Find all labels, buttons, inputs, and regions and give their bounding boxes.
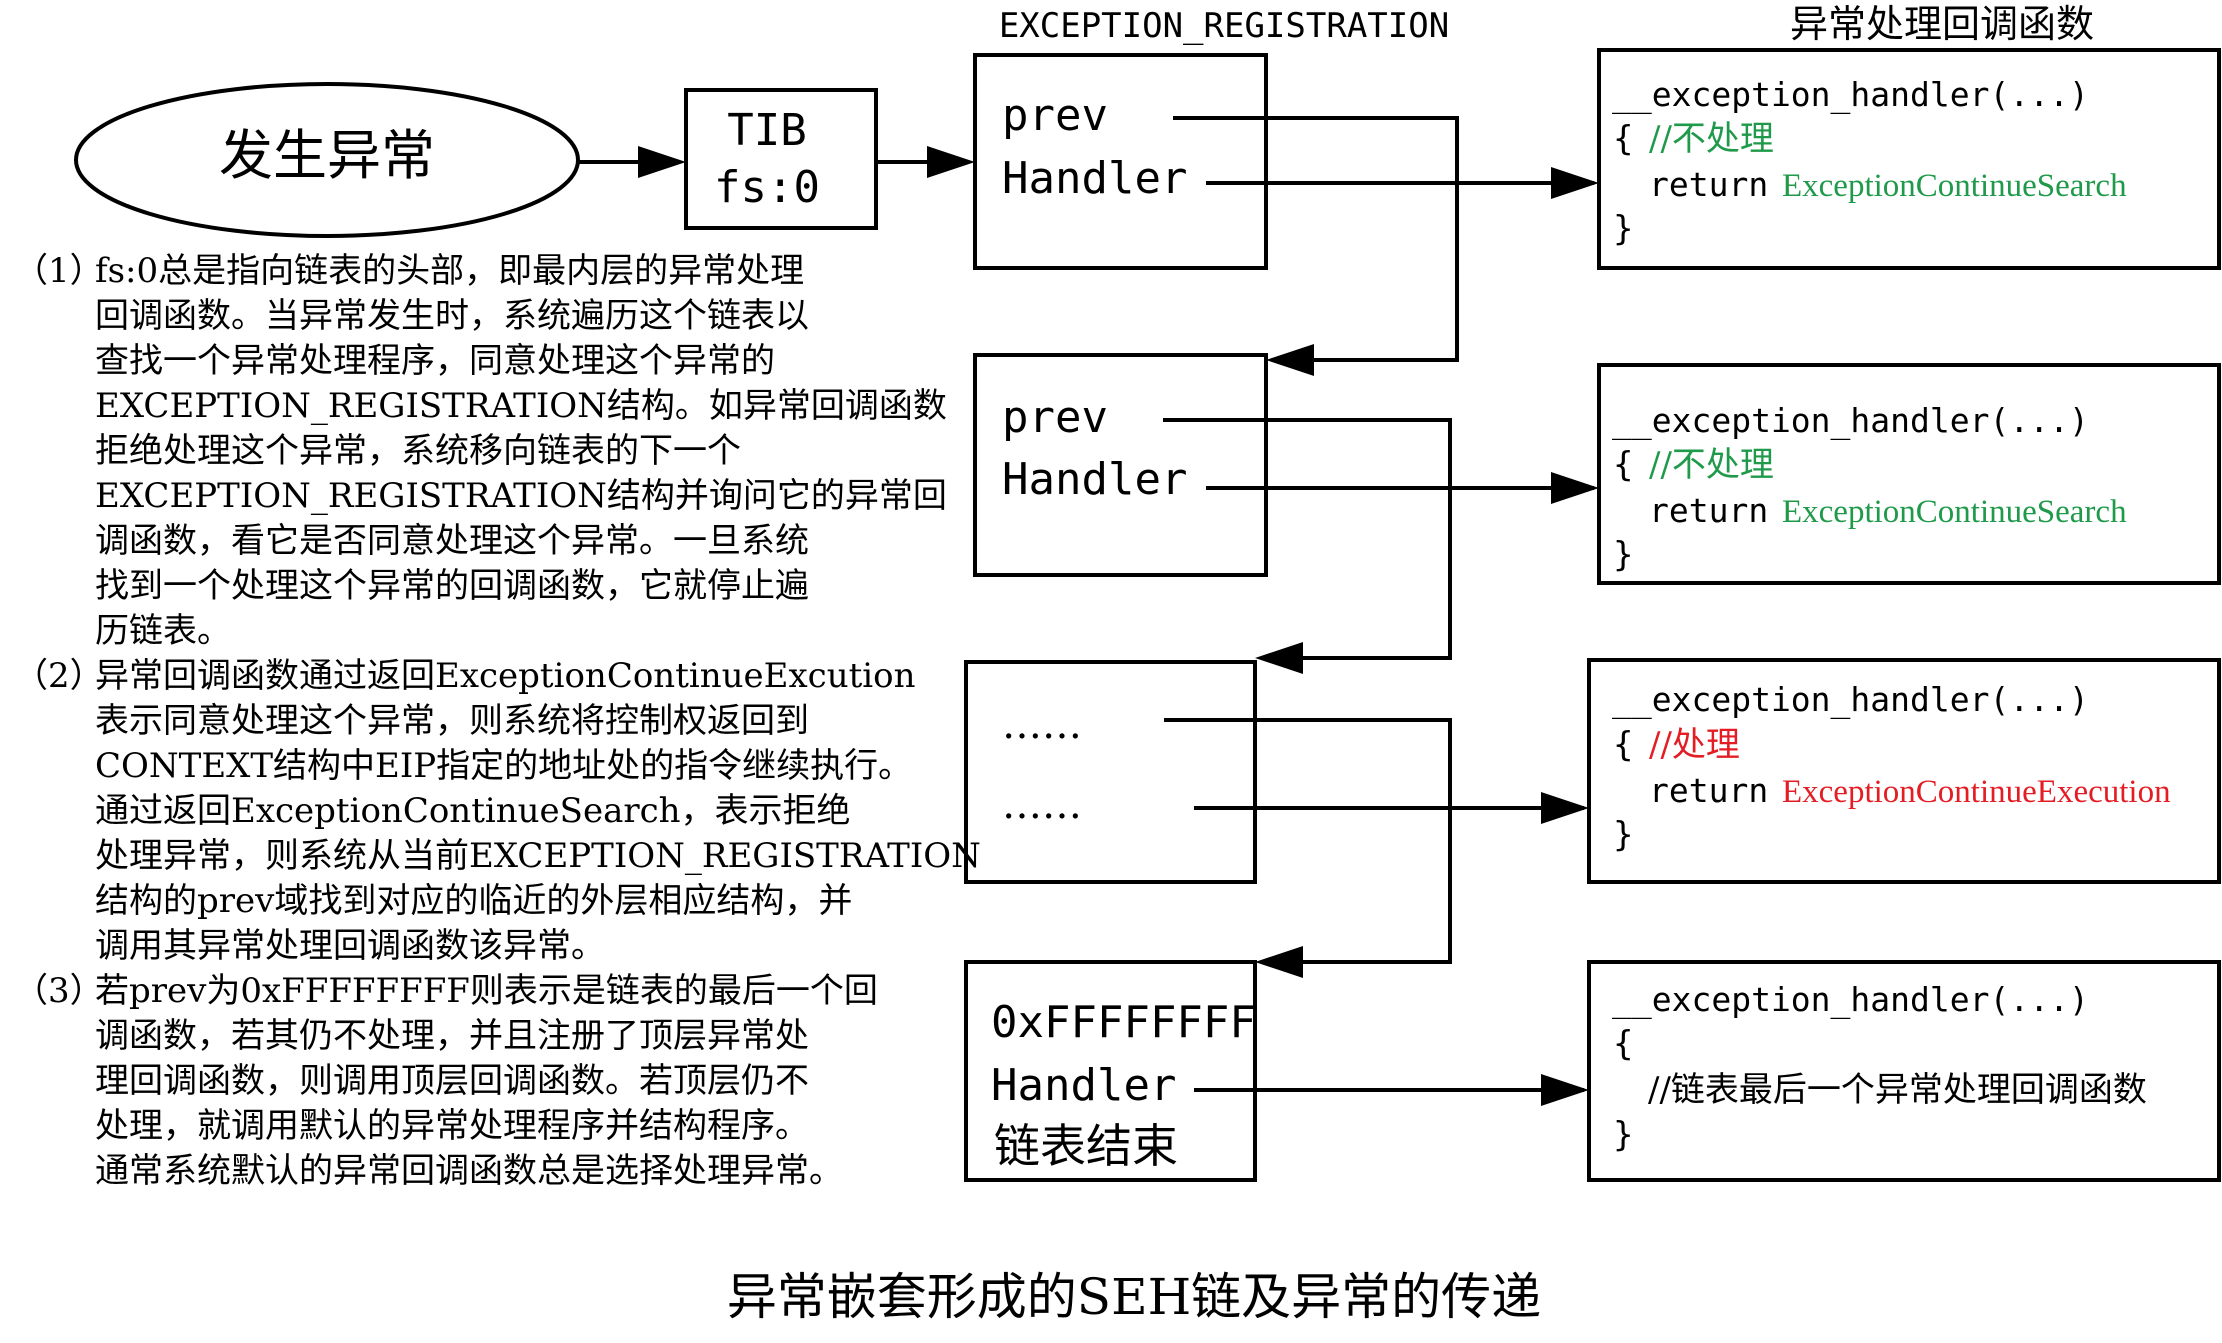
handler-3-open-brace: { <box>1613 725 1633 765</box>
registration-1-prev-arrowhead <box>1266 344 1314 376</box>
note-1-line-8: 找到一个处理这个异常的回调函数，它就停止遍 <box>95 566 809 606</box>
note-3-marker: （3） <box>14 971 104 1011</box>
handler-3-comment: //处理 <box>1649 725 1740 765</box>
note-2-line-7: 调用其异常处理回调函数该异常。 <box>95 926 605 966</box>
note-1-line-4: EXCEPTION_REGISTRATION结构。如异常回调函数 <box>95 386 947 426</box>
handler-4-close-brace: } <box>1613 1115 1633 1155</box>
handler-1-open-brace: { <box>1613 119 1633 159</box>
tib-label: TIB <box>727 105 806 156</box>
handler-2-signature: __exception_handler(...) <box>1612 401 2089 441</box>
handler-1-return-value: ExceptionContinueSearch <box>1782 168 2127 204</box>
handler-2-arrowhead <box>1551 472 1599 504</box>
registration-3-line-2: …… <box>1002 782 1082 828</box>
registration-1-prev-label: prev <box>1002 90 1108 141</box>
note-3-line-3: 理回调函数，则调用顶层回调函数。若顶层仍不 <box>95 1061 809 1101</box>
handler-3-return-value: ExceptionContinueExecution <box>1782 774 2171 810</box>
exception-occurs-node <box>74 82 580 238</box>
note-2-line-1: 异常回调函数通过返回ExceptionContinueExcution <box>95 656 916 696</box>
handler-3-return-keyword: return <box>1649 771 1768 810</box>
note-1-line-5: 拒绝处理这个异常，系统移向链表的下一个 <box>95 431 741 471</box>
note-3-line-1: 若prev为0xFFFFFFFF则表示是链表的最后一个回 <box>95 971 878 1011</box>
registration-1-prev-link <box>1173 116 1459 362</box>
registration-3-prev-link <box>1164 718 1452 964</box>
note-1-line-3: 查找一个异常处理程序，同意处理这个异常的 <box>95 341 775 381</box>
exception-handler-callback-2 <box>1597 363 2221 585</box>
terminal-prev-value: 0xFFFFFFFF <box>991 997 1256 1048</box>
registration-1-handler-label: Handler <box>1002 153 1187 204</box>
note-2-line-6: 结构的prev域找到对应的临近的外层相应结构，并 <box>95 881 852 921</box>
registration-3-prev-arrowhead <box>1255 946 1303 978</box>
exception-registration-node-2 <box>973 353 1268 577</box>
exception-registration-node-3 <box>964 660 1257 884</box>
handler-1-comment: //不处理 <box>1649 119 1774 159</box>
note-1-line-9: 历链表。 <box>95 611 231 651</box>
handler-1-return-keyword: return <box>1649 165 1768 204</box>
exception-handler-callback-3 <box>1587 658 2221 884</box>
note-2-line-5: 处理异常，则系统从当前EXCEPTION_REGISTRATION <box>95 836 981 876</box>
handler-2-close-brace: } <box>1613 535 1633 575</box>
note-1-line-2: 回调函数。当异常发生时，系统遍历这个链表以 <box>95 296 809 336</box>
handler-3-arrowhead <box>1541 792 1589 824</box>
note-1-line-6: EXCEPTION_REGISTRATION结构并询问它的异常回 <box>95 476 947 516</box>
note-1-line-1: fs:0总是指向链表的头部，即最内层的异常处理 <box>95 251 804 291</box>
handler-4-signature: __exception_handler(...) <box>1612 980 2089 1020</box>
registration-2-prev-link <box>1163 418 1452 660</box>
exception-handler-callback-1 <box>1597 48 2221 270</box>
tib-to-registration-arrowhead <box>927 146 975 178</box>
note-2-line-2: 表示同意处理这个异常，则系统将控制权返回到 <box>95 701 809 741</box>
handler-2-comment: //不处理 <box>1649 445 1774 485</box>
handler-1-arrowhead <box>1551 167 1599 199</box>
exception-handler-callback-4 <box>1587 960 2221 1182</box>
note-1-marker: （1） <box>14 251 104 291</box>
exception-occurs-label: 发生异常 <box>219 124 435 187</box>
note-2-line-4: 通过返回ExceptionContinueSearch，表示拒绝 <box>95 791 851 831</box>
note-2-line-3: CONTEXT结构中EIP指定的地址处的指令继续执行。 <box>95 746 912 786</box>
registration-3-line-1: …… <box>1002 702 1082 748</box>
handler-4-open-brace: { <box>1613 1024 1633 1064</box>
note-1-line-7: 调函数，看它是否同意处理这个异常。一旦系统 <box>95 521 809 561</box>
handler-4-body-comment: //链表最后一个异常处理回调函数 <box>1648 1070 2147 1110</box>
handler-2-return-keyword: return <box>1649 491 1768 530</box>
registration-2-prev-arrowhead <box>1255 642 1303 674</box>
exception-handlers-header: 异常处理回调函数 <box>1790 2 2094 46</box>
fs0-label: fs:0 <box>714 162 820 213</box>
diagram-caption: 异常嵌套形成的SEH链及异常的传递 <box>727 1268 1541 1326</box>
note-3-line-2: 调函数，若其仍不处理，并且注册了顶层异常处 <box>95 1016 809 1056</box>
exception-registration-terminal-node <box>964 960 1257 1182</box>
terminal-handler-label: Handler <box>991 1060 1176 1111</box>
exception-registration-node-1 <box>973 53 1268 270</box>
handler-1-close-brace: } <box>1613 209 1633 249</box>
handler-2-open-brace: { <box>1613 445 1633 485</box>
handler-2-return-value: ExceptionContinueSearch <box>1782 494 2127 530</box>
note-2-marker: （2） <box>14 656 104 696</box>
exception-to-tib-arrowhead <box>638 146 686 178</box>
registration-2-prev-label: prev <box>1002 392 1108 443</box>
exception-registration-header: EXCEPTION_REGISTRATION <box>999 6 1449 46</box>
registration-2-handler-label: Handler <box>1002 454 1187 505</box>
handler-1-signature: __exception_handler(...) <box>1612 75 2089 115</box>
chain-end-label: 链表结束 <box>994 1119 1178 1173</box>
handler-3-close-brace: } <box>1613 815 1633 855</box>
handler-4-arrowhead <box>1541 1074 1589 1106</box>
note-3-line-5: 通常系统默认的异常回调函数总是选择处理异常。 <box>95 1151 843 1191</box>
tib-node <box>684 88 878 230</box>
handler-3-signature: __exception_handler(...) <box>1612 680 2089 720</box>
note-3-line-4: 处理，就调用默认的异常处理程序并结构程序。 <box>95 1106 809 1146</box>
